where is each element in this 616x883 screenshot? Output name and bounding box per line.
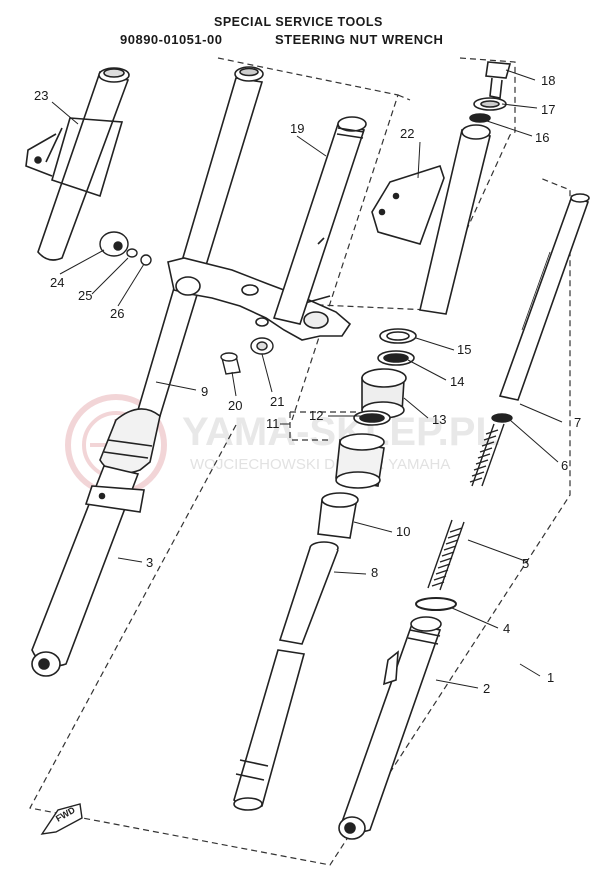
- callout-17: 17: [541, 102, 555, 117]
- part-7-damper-rod: [498, 193, 590, 401]
- leader-lines: [51, 69, 563, 689]
- callout-16: 16: [535, 130, 549, 145]
- part-24-25-26-fasteners: [99, 231, 152, 266]
- part-20-21-bolt-clamp: [220, 337, 274, 375]
- callout-9: 9: [201, 384, 208, 399]
- callout-6: 6: [561, 458, 568, 473]
- callout-15: 15: [457, 342, 471, 357]
- callout-1: 1: [547, 670, 554, 685]
- callout-5: 5: [522, 556, 529, 571]
- callout-2: 2: [483, 681, 490, 696]
- callout-labels: 1 2 3 4 5 6 7 8 9 10 11 12 13 14 15 16 1…: [34, 73, 581, 696]
- callout-4: 4: [503, 621, 510, 636]
- callout-21: 21: [270, 394, 284, 409]
- part-9-fork-tube: [137, 66, 264, 417]
- special-tools-title: SPECIAL SERVICE TOOLS: [214, 15, 383, 29]
- part-8-inner-tube: [233, 541, 339, 811]
- part-2-outer-tube: [338, 616, 442, 840]
- callout-13: 13: [432, 412, 446, 427]
- part-3-outer-tube: [31, 408, 161, 677]
- callout-26: 26: [110, 306, 124, 321]
- part-22-upper-tube: [371, 124, 491, 315]
- callout-7: 7: [574, 415, 581, 430]
- part-10-11-bushings: [317, 433, 385, 539]
- callout-11: 11: [266, 416, 280, 431]
- callout-19: 19: [290, 121, 304, 136]
- callout-12: 12: [309, 408, 323, 423]
- part-5-6-springs: [415, 413, 513, 611]
- callout-14: 14: [450, 374, 464, 389]
- callout-24: 24: [50, 275, 64, 290]
- callout-25: 25: [78, 288, 92, 303]
- callout-18: 18: [541, 73, 555, 88]
- callout-22: 22: [400, 126, 414, 141]
- part-12-15-seals: [353, 328, 417, 426]
- callout-23: 23: [34, 88, 48, 103]
- callout-20: 20: [228, 398, 242, 413]
- callout-8: 8: [371, 565, 378, 580]
- callout-10: 10: [396, 524, 410, 539]
- tool-part-number: 90890-01051-00: [120, 32, 223, 47]
- part-23-tube-bracket: [25, 67, 130, 261]
- part-19-stem: [272, 116, 367, 325]
- watermark-line2: WOJCIECHOWSKI DEALER YAMAHA: [190, 456, 450, 473]
- part-16-17-18-cap: [469, 61, 512, 123]
- tool-name: STEERING NUT WRENCH: [275, 32, 444, 47]
- fwd-arrow-icon: FWD: [40, 803, 83, 835]
- callout-3: 3: [146, 555, 153, 570]
